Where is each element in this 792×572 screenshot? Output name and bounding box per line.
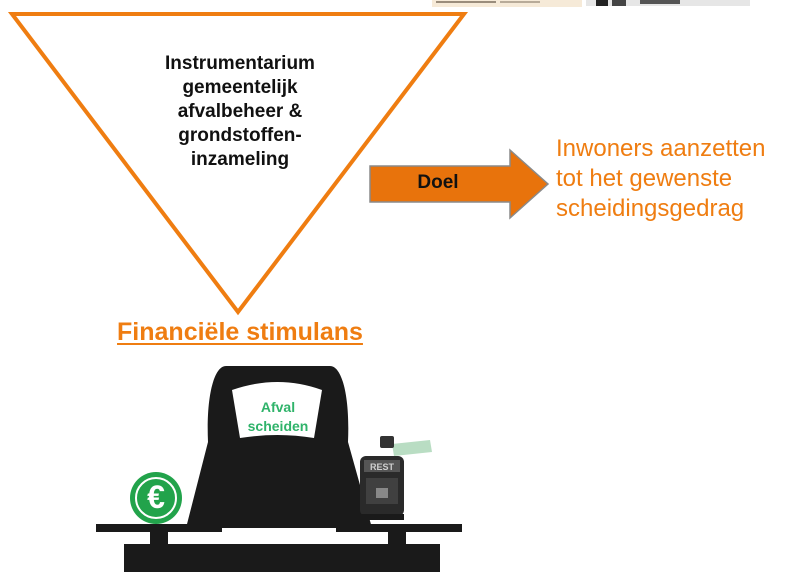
goal-line: tot het gewenste: [556, 165, 733, 192]
scale-window: [232, 382, 322, 438]
scale-label-line: Afval: [260, 399, 296, 415]
scale-label-line: scheiden: [247, 418, 309, 434]
funnel-line: gemeentelijk: [182, 77, 298, 98]
funnel-line: afvalbeheer &: [177, 101, 303, 122]
thumbnail-image: [432, 0, 582, 7]
funnel-text: Instrumentarium gemeentelijk afvalbeheer…: [120, 52, 360, 172]
right-plate: [336, 524, 462, 532]
scale-base: [124, 544, 440, 572]
section-title: Financiële stimulans: [117, 318, 363, 346]
scale-icon: [96, 366, 462, 572]
euro-symbol: €: [147, 479, 165, 515]
waste-bin-icon: [360, 436, 432, 520]
scale-label: Afval scheiden: [228, 398, 328, 436]
left-plate: [96, 524, 222, 532]
goal-line: scheidingsgedrag: [556, 195, 745, 222]
funnel-triangle: [7, 12, 469, 316]
goal-text: Inwoners aanzetten tot het gewenste sche…: [556, 134, 792, 224]
euro-icon: [130, 472, 182, 524]
funnel-line: grondstoffen-: [178, 125, 302, 146]
arrow-label: Doel: [417, 172, 459, 193]
logo-image: [586, 0, 750, 6]
funnel-line: Instrumentarium: [165, 53, 315, 74]
scale-head: [186, 366, 372, 528]
goal-arrow: [369, 148, 550, 220]
funnel-line: inzameling: [190, 149, 290, 170]
bin-label: REST: [369, 462, 394, 472]
goal-line: Inwoners aanzetten: [556, 135, 766, 162]
